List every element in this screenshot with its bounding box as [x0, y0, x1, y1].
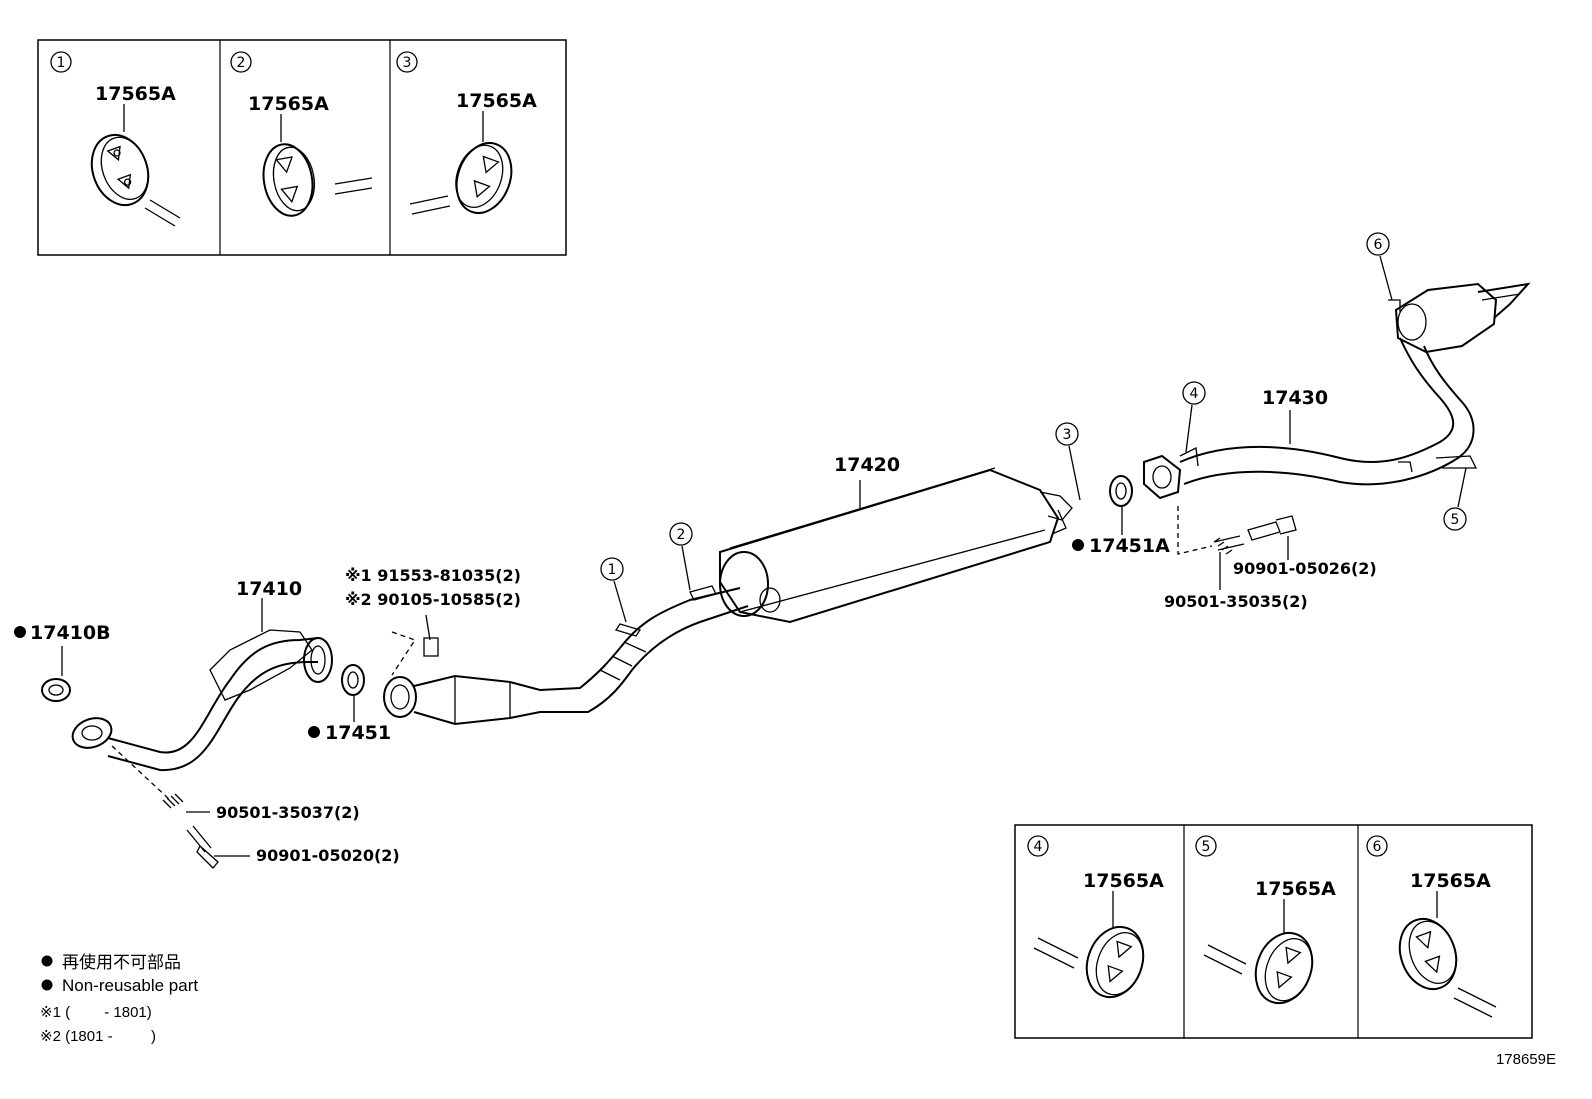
legend-non-reusable-en: Non-reusable part	[62, 976, 198, 995]
inset-bottom-frame	[1014, 824, 1533, 1039]
inset-panel-1: 1 17565A	[50, 51, 181, 227]
inset-1-part: 17565A	[95, 83, 176, 105]
front-pipe-17410: 17410	[71, 578, 333, 772]
hanger-icon	[455, 142, 513, 214]
label-bolt-front: 90901-05020(2)	[256, 846, 400, 865]
label-17451: 17451	[325, 722, 391, 744]
label-bolt-1: ※1 91553-81035(2)	[345, 566, 521, 585]
inset-5-num: 5	[1202, 839, 1211, 855]
inset-panel-5: 5 17565A	[1195, 835, 1336, 1005]
tail-pipe-17430: 17430	[1143, 282, 1531, 500]
callout-6-num: 6	[1374, 237, 1383, 253]
rear-fasteners: 90501-35035(2) 90901-05026(2)	[1164, 506, 1377, 611]
label-bolt-rear: 90901-05026(2)	[1233, 559, 1377, 578]
legend-note-1: ※1 ( - 1801)	[40, 1004, 152, 1021]
inset-panel-6: 6 17565A	[1366, 835, 1497, 1018]
label-17430: 17430	[1262, 387, 1328, 409]
inset-bottom-group: 4 17565A 5 17565A 6 1756	[1014, 824, 1533, 1039]
gasket-17410B: 17410B	[14, 622, 111, 702]
hanger-icon	[1398, 917, 1458, 991]
label-spring-front: 90501-35037(2)	[216, 803, 360, 822]
inset-2-num: 2	[237, 55, 246, 71]
callout-1-num: 1	[608, 562, 617, 578]
callout-3-num: 3	[1063, 427, 1072, 443]
inset-panel-3: 3 17565A	[396, 51, 537, 215]
label-17410: 17410	[236, 578, 302, 600]
inset-panel-2: 2 17565A	[230, 51, 373, 217]
label-bolt-2: ※2 90105-10585(2)	[345, 590, 521, 609]
center-bolt-callouts: ※1 91553-81035(2) ※2 90105-10585(2)	[345, 566, 521, 676]
legend: 再使用不可部品 Non-reusable part ※1 ( - 1801) ※…	[40, 952, 198, 1045]
inset-6-part: 17565A	[1410, 870, 1491, 892]
label-17420: 17420	[834, 454, 900, 476]
front-fasteners: 90501-35037(2) 90901-05020(2)	[111, 745, 400, 869]
legend-non-reusable-jp: 再使用不可部品	[62, 952, 181, 972]
callout-5-num: 5	[1451, 512, 1460, 528]
inset-3-num: 3	[403, 55, 412, 71]
gasket-17451A: 17451A	[1072, 475, 1170, 557]
callout-1: 1	[600, 557, 627, 623]
inset-6-num: 6	[1373, 839, 1382, 855]
callout-5: 5	[1443, 467, 1467, 531]
label-17410B: 17410B	[30, 622, 111, 644]
hanger-icon	[1085, 925, 1145, 999]
callout-2-num: 2	[677, 527, 686, 543]
inset-3-part: 17565A	[456, 90, 537, 112]
callout-4-num: 4	[1190, 386, 1199, 402]
inset-top-group: 1 17565A 2 17565A	[37, 39, 567, 256]
label-17451A: 17451A	[1089, 535, 1170, 557]
inset-4-num: 4	[1034, 839, 1043, 855]
gasket-17451: 17451	[308, 664, 391, 744]
label-spring-rear: 90501-35035(2)	[1164, 592, 1308, 611]
inset-4-part: 17565A	[1083, 870, 1164, 892]
hanger-icon	[262, 143, 316, 217]
inset-top-frame	[37, 39, 567, 256]
inset-2-part: 17565A	[248, 93, 329, 115]
inset-panel-4: 4 17565A	[1027, 835, 1164, 999]
inset-5-part: 17565A	[1255, 878, 1336, 900]
callout-4: 4	[1182, 381, 1206, 453]
hanger-icon	[1254, 931, 1314, 1005]
diagram-id: 178659E	[1496, 1051, 1556, 1068]
callout-6: 6	[1366, 232, 1401, 312]
hanger-icon	[90, 133, 150, 207]
callout-2: 2	[669, 522, 693, 591]
center-pipe-17420: 17420	[383, 454, 1073, 726]
callout-3: 3	[1055, 422, 1081, 501]
inset-1-num: 1	[57, 55, 66, 71]
legend-note-2: ※2 (1801 - )	[40, 1028, 156, 1045]
